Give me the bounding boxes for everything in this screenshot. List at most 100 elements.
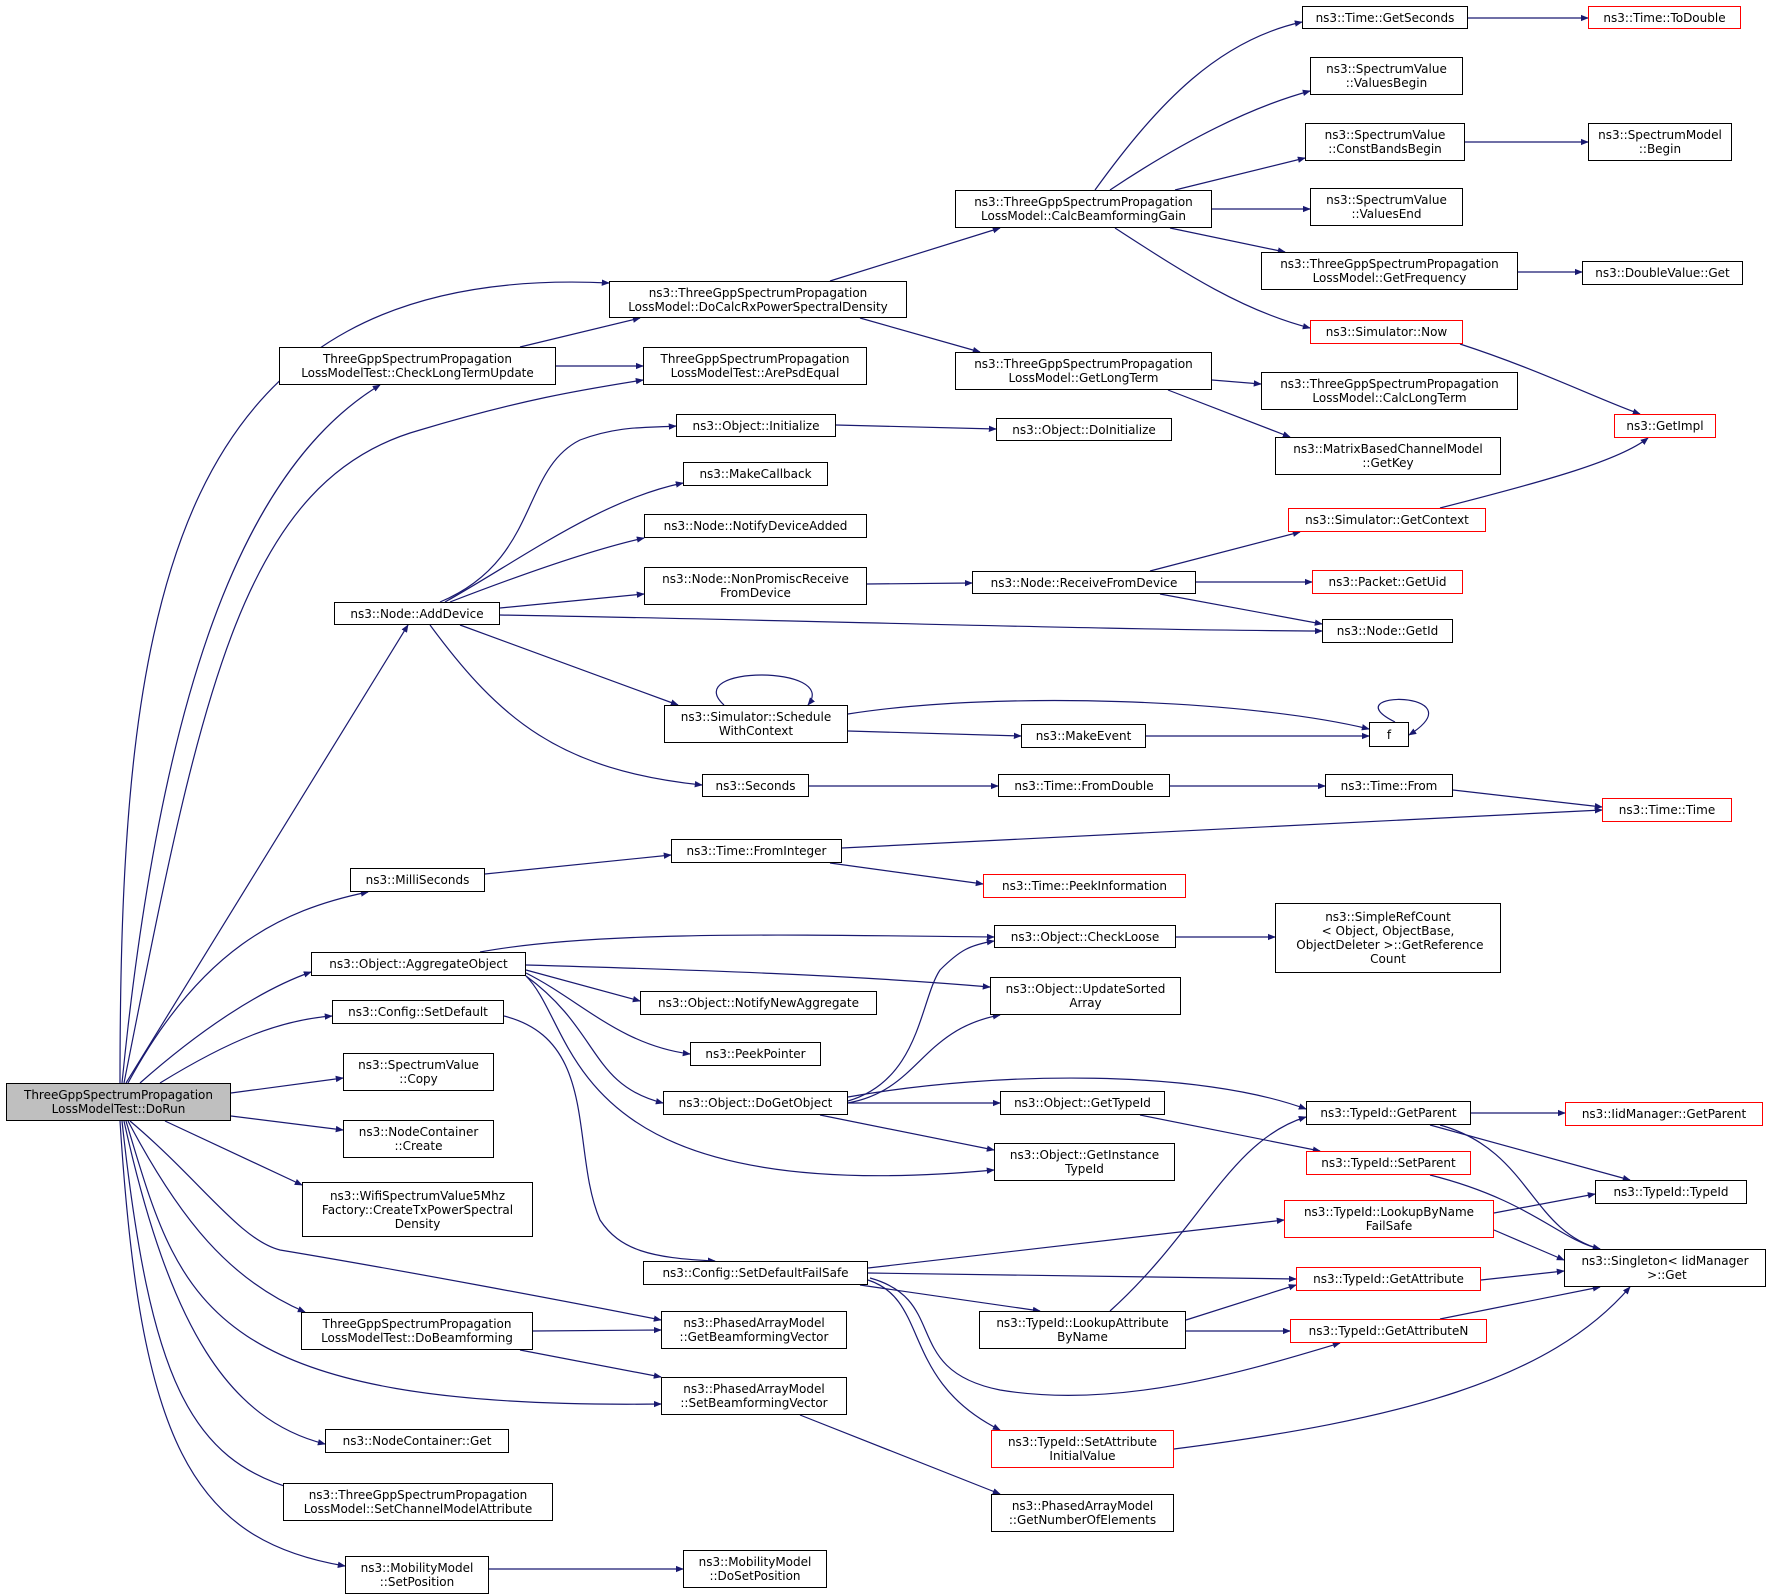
node-singleton[interactable]: ns3::Singleton< IidManager >::Get	[1564, 1249, 1766, 1287]
node-getkey[interactable]: ns3::MatrixBasedChannelModel ::GetKey	[1275, 437, 1501, 475]
node-simgetctx[interactable]: ns3::Simulator::GetContext	[1288, 508, 1486, 532]
edge-adddevice-to-makecb	[444, 481, 684, 603]
edge-calcbf-to-constbands	[1174, 156, 1306, 191]
node-getattrn[interactable]: ns3::TypeId::GetAttributeN	[1290, 1319, 1487, 1343]
node-ncget[interactable]: ns3::NodeContainer::Get	[325, 1429, 509, 1453]
node-getlongterm[interactable]: ns3::ThreeGppSpectrumPropagation LossMod…	[955, 352, 1212, 390]
node-notifydev[interactable]: ns3::Node::NotifyDeviceAdded	[644, 514, 867, 538]
edge-adddevice-to-nonpromisc	[499, 591, 645, 609]
edge-recvfrom-to-nodegetid	[1159, 593, 1323, 626]
node-setdefaultfs[interactable]: ns3::Config::SetDefaultFailSafe	[643, 1261, 868, 1285]
node-recvfrom[interactable]: ns3::Node::ReceiveFromDevice	[972, 571, 1196, 594]
node-simnow[interactable]: ns3::Simulator::Now	[1310, 320, 1463, 344]
edge-setbfvec-to-numelems	[799, 1414, 1001, 1495]
edge-getparent-to-singleton	[1439, 1124, 1601, 1251]
node-dvget[interactable]: ns3::DoubleValue::Get	[1582, 261, 1743, 285]
node-todouble[interactable]: ns3::Time::ToDouble	[1588, 6, 1741, 29]
node-updsorted[interactable]: ns3::Object::UpdateSorted Array	[990, 977, 1181, 1015]
edge-calcbf-to-simnow	[1114, 227, 1311, 330]
node-checkloose[interactable]: ns3::Object::CheckLoose	[994, 925, 1176, 948]
node-makecb[interactable]: ns3::MakeCallback	[683, 462, 828, 486]
node-getfreq[interactable]: ns3::ThreeGppSpectrumPropagation LossMod…	[1261, 252, 1518, 290]
node-peekinfo[interactable]: ns3::Time::PeekInformation	[983, 874, 1186, 898]
node-gettypeid[interactable]: ns3::Object::GetTypeId	[1000, 1091, 1165, 1115]
edge-simnow-to-getimpl	[1459, 343, 1641, 415]
node-getbfvec[interactable]: ns3::PhasedArrayModel ::GetBeamformingVe…	[661, 1311, 847, 1349]
edge-calcbf-to-getfreq	[1169, 227, 1286, 254]
edge-setdefaultfs-to-lookupattr	[859, 1284, 1041, 1314]
edge-lookupname-to-typeidtypeid	[1493, 1192, 1596, 1214]
node-valuesbegin[interactable]: ns3::SpectrumValue ::ValuesBegin	[1310, 57, 1463, 95]
edge-setdefaultfs-to-getattr	[867, 1272, 1297, 1283]
edge-adddevice-to-nodegetid	[499, 614, 1323, 635]
node-setattrinit[interactable]: ns3::TypeId::SetAttribute InitialValue	[991, 1430, 1174, 1468]
node-objinit[interactable]: ns3::Object::Initialize	[676, 414, 836, 437]
node-numelems[interactable]: ns3::PhasedArrayModel ::GetNumberOfEleme…	[991, 1494, 1174, 1532]
node-setbfvec[interactable]: ns3::PhasedArrayModel ::SetBeamformingVe…	[661, 1377, 847, 1415]
edge-root-to-getbfvec	[129, 1120, 662, 1322]
node-makeevent[interactable]: ns3::MakeEvent	[1021, 724, 1146, 748]
node-fromint[interactable]: ns3::Time::FromInteger	[671, 839, 842, 863]
node-getimpl[interactable]: ns3::GetImpl	[1614, 414, 1716, 438]
node-getinst[interactable]: ns3::Object::GetInstance TypeId	[994, 1143, 1175, 1181]
node-iidgetparent[interactable]: ns3::IidManager::GetParent	[1565, 1102, 1763, 1126]
node-getparent[interactable]: ns3::TypeId::GetParent	[1306, 1101, 1471, 1125]
node-constbands[interactable]: ns3::SpectrumValue ::ConstBandsBegin	[1305, 123, 1465, 161]
node-docalc[interactable]: ns3::ThreeGppSpectrumPropagation LossMod…	[609, 281, 907, 318]
node-svcopy[interactable]: ns3::SpectrumValue ::Copy	[343, 1053, 494, 1091]
node-aggregate[interactable]: ns3::Object::AggregateObject	[311, 952, 526, 976]
edge-dogetobj-to-checkloose	[847, 939, 995, 1102]
node-seconds[interactable]: ns3::Seconds	[702, 774, 809, 797]
edge-timefrom-to-timetime	[1452, 789, 1603, 810]
edge-root-to-wifi	[164, 1120, 303, 1186]
node-simplerc[interactable]: ns3::SimpleRefCount < Object, ObjectBase…	[1275, 903, 1501, 973]
node-calclongterm[interactable]: ns3::ThreeGppSpectrumPropagation LossMod…	[1261, 372, 1518, 410]
edge-setdefault-to-setdefaultfs	[503, 1015, 716, 1264]
node-getseconds[interactable]: ns3::Time::GetSeconds	[1302, 6, 1468, 29]
node-setdefault[interactable]: ns3::Config::SetDefault	[332, 1000, 504, 1024]
node-nonpromisc[interactable]: ns3::Node::NonPromiscReceive FromDevice	[644, 567, 867, 605]
node-root: ThreeGppSpectrumPropagation LossModelTes…	[6, 1083, 231, 1121]
node-nodegetid[interactable]: ns3::Node::GetId	[1322, 619, 1453, 643]
edge-aggregate-to-updsorted	[525, 964, 991, 990]
node-mmdosetpos[interactable]: ns3::MobilityModel ::DoSetPosition	[683, 1550, 827, 1588]
node-lookupattr[interactable]: ns3::TypeId::LookupAttribute ByName	[979, 1311, 1186, 1349]
edge-checklong-to-docalc	[519, 316, 641, 348]
edge-schedctx-to-makeevent	[847, 730, 1022, 739]
node-fromdouble[interactable]: ns3::Time::FromDouble	[998, 774, 1170, 797]
edge-dogetobj-to-getinst	[819, 1114, 995, 1152]
edge-root-to-svcopy	[230, 1075, 344, 1094]
node-checklong[interactable]: ThreeGppSpectrumPropagation LossModelTes…	[279, 347, 556, 385]
node-setchanattr[interactable]: ns3::ThreeGppSpectrumPropagation LossMod…	[283, 1483, 553, 1521]
node-f[interactable]: f	[1369, 722, 1409, 747]
node-notifyagg[interactable]: ns3::Object::NotifyNewAggregate	[640, 991, 877, 1015]
node-schedctx[interactable]: ns3::Simulator::Schedule WithContext	[664, 705, 848, 743]
edge-schedctx-to-f	[847, 699, 1370, 731]
node-lookupname[interactable]: ns3::TypeId::LookupByName FailSafe	[1284, 1200, 1494, 1238]
node-getattr[interactable]: ns3::TypeId::GetAttribute	[1296, 1267, 1481, 1291]
node-doinit[interactable]: ns3::Object::DoInitialize	[996, 418, 1172, 441]
node-wifi[interactable]: ns3::WifiSpectrumValue5Mhz Factory::Crea…	[302, 1182, 533, 1237]
node-arepsd[interactable]: ThreeGppSpectrumPropagation LossModelTes…	[643, 347, 867, 385]
edge-root-to-aggregate	[139, 971, 312, 1084]
node-timetime[interactable]: ns3::Time::Time	[1602, 798, 1732, 822]
edge-calcbf-to-getseconds	[1094, 20, 1303, 191]
node-millis[interactable]: ns3::MilliSeconds	[350, 868, 485, 892]
edge-lookupattr-to-getattr	[1185, 1284, 1297, 1321]
node-calcbf[interactable]: ns3::ThreeGppSpectrumPropagation LossMod…	[955, 190, 1212, 228]
node-valuesend[interactable]: ns3::SpectrumValue ::ValuesEnd	[1310, 188, 1463, 226]
node-setparent[interactable]: ns3::TypeId::SetParent	[1306, 1151, 1471, 1175]
node-ncreate[interactable]: ns3::NodeContainer ::Create	[343, 1120, 494, 1158]
node-dobeamforming[interactable]: ThreeGppSpectrumPropagation LossModelTes…	[301, 1312, 533, 1350]
node-dogetobj[interactable]: ns3::Object::DoGetObject	[663, 1091, 848, 1115]
node-adddevice[interactable]: ns3::Node::AddDevice	[334, 602, 500, 625]
edge-root-to-checklong	[121, 384, 381, 1084]
node-peekptr[interactable]: ns3::PeekPointer	[690, 1042, 821, 1066]
node-mmsetpos[interactable]: ns3::MobilityModel ::SetPosition	[345, 1556, 489, 1594]
node-timefrom[interactable]: ns3::Time::From	[1325, 774, 1453, 797]
node-smbegin[interactable]: ns3::SpectrumModel ::Begin	[1588, 123, 1732, 161]
edge-root-to-docalc	[119, 279, 610, 1084]
node-typeidtypeid[interactable]: ns3::TypeId::TypeId	[1595, 1180, 1747, 1204]
node-pktuid[interactable]: ns3::Packet::GetUid	[1312, 570, 1463, 594]
